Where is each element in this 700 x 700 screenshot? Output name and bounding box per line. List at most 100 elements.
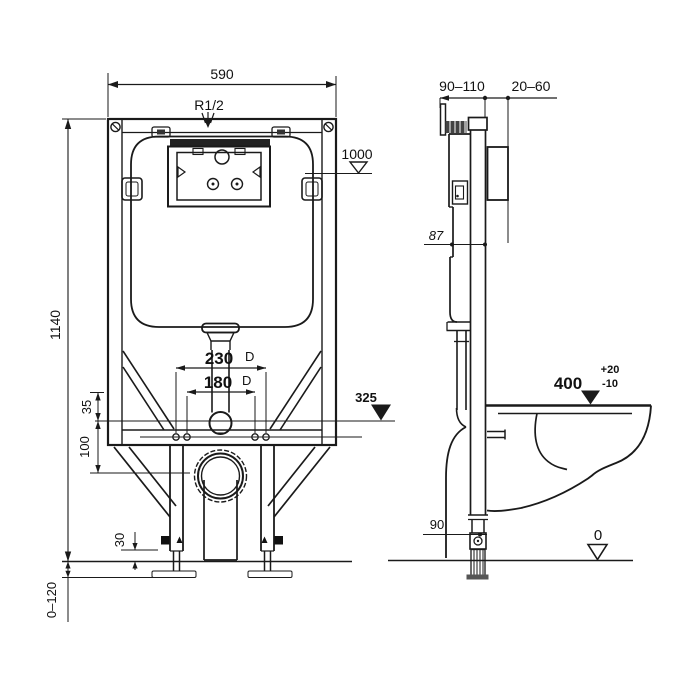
arrowhead <box>132 543 138 550</box>
dim-230-suffix: D <box>245 349 254 364</box>
outlet-ring <box>197 452 244 500</box>
top-clip-slot <box>277 129 285 135</box>
fixing-bolt-hole <box>251 433 259 441</box>
level-0-label: 0 <box>594 527 602 544</box>
level-1000-label: 1000 <box>341 146 372 162</box>
arrowhead <box>65 570 71 578</box>
floor-and-adjust-dims: 0–120 30 <box>44 532 352 622</box>
dim-bolt-spacing-230: 230 D <box>175 349 267 433</box>
access-top-bar <box>170 139 270 147</box>
arrowhead <box>132 561 138 569</box>
access-frame <box>167 145 271 208</box>
dim-frame-width-590: 590 <box>107 66 337 117</box>
inlet-arrow-icon <box>204 120 212 128</box>
bowl-inner-curve <box>534 413 568 471</box>
side-tab-inner <box>125 181 139 197</box>
dim-90-label: 90 <box>430 517 444 532</box>
access-opening <box>167 139 271 208</box>
clamp-screw-center <box>476 539 480 543</box>
side-tab <box>301 177 323 201</box>
wall-bracket <box>439 103 467 136</box>
side-view: 90–110 20–60 <box>388 78 652 580</box>
valve-port <box>214 149 230 165</box>
cistern-outline <box>130 135 314 328</box>
latch <box>192 147 204 156</box>
clamp-mark-icon <box>261 536 268 543</box>
outlet-bend <box>445 407 467 558</box>
bracket-arm <box>439 103 447 136</box>
bell-cap <box>201 322 240 334</box>
flush-elbow <box>208 411 233 435</box>
dim-400-label: 400 <box>554 374 582 393</box>
arrowhead <box>326 81 336 88</box>
valve-dot <box>456 194 459 198</box>
floor-datum-zero: 0 <box>388 527 633 562</box>
dim-dot <box>478 532 482 537</box>
front-view: 590 R1/2 1000 1140 <box>44 66 395 622</box>
fixing-bolt-hole <box>183 433 191 441</box>
arrowhead <box>95 421 101 429</box>
arrowhead <box>246 389 255 395</box>
reference-lines: 325 <box>95 390 395 441</box>
clamp-screw <box>473 536 483 546</box>
dim-590-label: 590 <box>210 66 234 82</box>
arrowhead <box>108 81 118 88</box>
bracket-knurl <box>445 121 467 133</box>
dim-1140-label: 1140 <box>47 310 63 340</box>
mounting-frame <box>106 117 338 447</box>
arrowhead <box>176 365 185 371</box>
wc-bowl-profile <box>486 404 652 512</box>
range-20-60-label: 20–60 <box>512 78 551 94</box>
support-legs <box>113 445 331 578</box>
arrowhead <box>95 413 101 421</box>
rail-cap <box>467 116 488 131</box>
dim-bolt-spacing-180: 180 D <box>186 373 256 433</box>
dim-87-label: 87 <box>429 228 444 243</box>
bolt-hole <box>206 177 220 191</box>
arrowhead <box>440 95 449 101</box>
inner-braces <box>122 350 322 431</box>
side-tab <box>121 177 143 201</box>
frame-rail-profile <box>466 116 489 580</box>
foot-plate <box>247 570 293 578</box>
dim-depth-ranges: 90–110 20–60 <box>439 78 557 243</box>
corner-screw-icon <box>110 121 121 133</box>
bolt-hole-center <box>235 182 239 186</box>
latch <box>234 147 246 156</box>
tolerance-plus-label: +20 <box>601 364 620 376</box>
top-clip <box>271 126 291 138</box>
dim-230-label: 230 <box>205 349 233 368</box>
filled-datum-triangle-icon <box>581 390 600 405</box>
level-325-label: 325 <box>355 390 377 405</box>
dim-dot <box>450 242 454 247</box>
flush-pipe <box>201 322 240 435</box>
access-window <box>176 151 262 201</box>
arrowhead <box>65 561 71 569</box>
arrowhead <box>95 392 101 401</box>
side-tab-inner <box>305 181 319 197</box>
dim-90-annotation: 90 <box>423 517 487 537</box>
arrowhead <box>257 365 266 371</box>
fixing-bolt-hole <box>262 433 270 441</box>
open-datum-triangle-icon <box>586 543 609 561</box>
frame-outline <box>106 117 338 447</box>
arrowhead <box>187 389 196 395</box>
flush-plate-profile <box>486 146 509 201</box>
foot-base <box>466 574 489 580</box>
bolt-hole-center <box>211 182 215 186</box>
range-90-110-label: 90–110 <box>439 78 485 94</box>
filled-datum-triangle-icon <box>371 404 391 421</box>
bolt-hole <box>230 177 244 191</box>
clamp-mark-icon <box>176 536 183 543</box>
corner-screw-icon <box>323 121 334 133</box>
bowl-outline <box>486 405 652 512</box>
inlet-r12-label: R1/2 <box>194 97 224 113</box>
dim-dot <box>483 242 487 247</box>
level-1000-annotation: 1000 <box>305 146 373 175</box>
top-clip <box>151 126 171 138</box>
dim-87-annotation: 87 <box>424 228 487 247</box>
tank-profile <box>446 133 470 410</box>
waste-outlet <box>193 449 248 561</box>
